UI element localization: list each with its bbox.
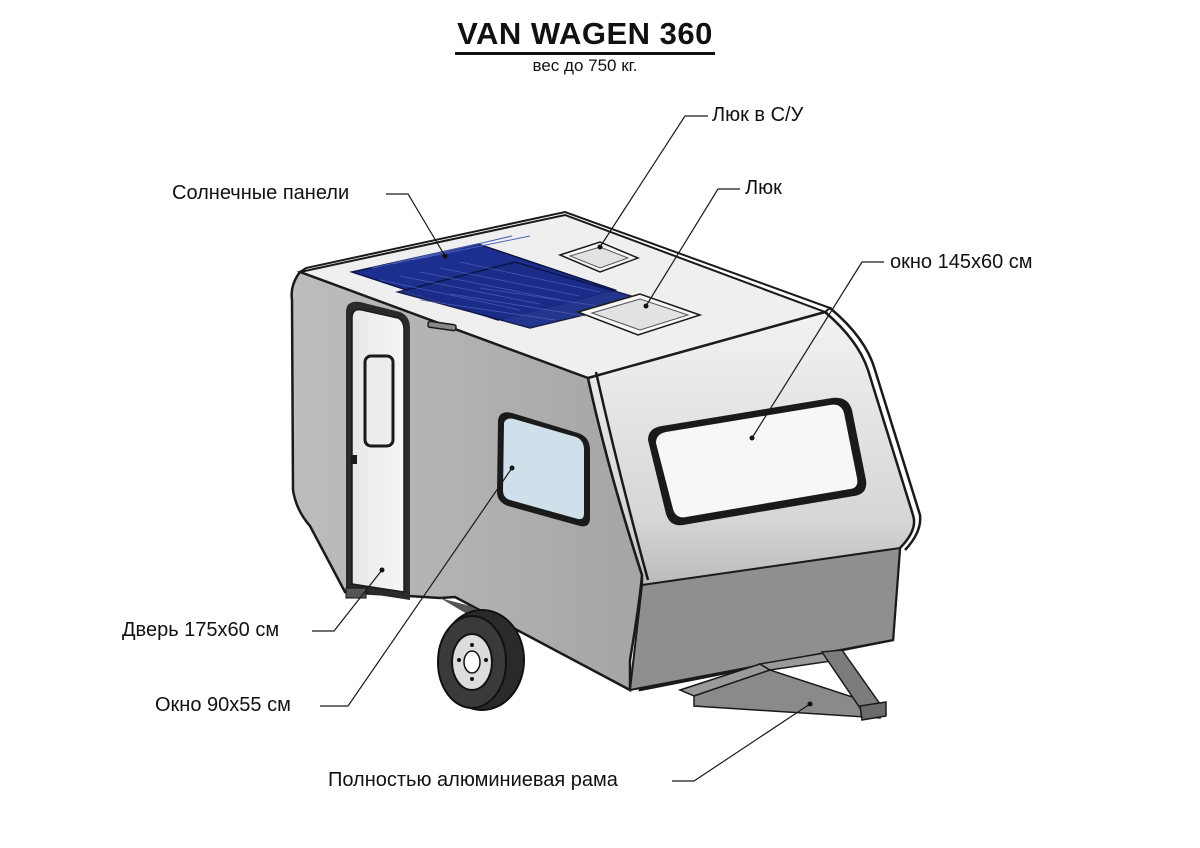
- door: [346, 301, 410, 600]
- aluminium-frame: [345, 587, 887, 721]
- wheel: [437, 598, 525, 711]
- diagram-title: VAN WAGEN 360: [0, 16, 1170, 55]
- callout-rear-window: окно 145х60 см: [890, 251, 1033, 273]
- callout-solar-panels: Солнечные панели: [172, 182, 350, 204]
- callout-hatch: Люк: [745, 177, 782, 199]
- callout-hatch-bathroom: Люк в С/У: [712, 104, 804, 126]
- roof-hatch-bathroom: [557, 241, 641, 273]
- leader-door: [312, 569, 383, 632]
- leader-rear-window: [751, 261, 884, 439]
- diagram-subtitle: вес до 750 кг.: [532, 56, 638, 75]
- callout-frame: Полностью алюминиевая рама: [328, 769, 618, 791]
- leader-frame: [672, 703, 811, 782]
- callout-side-window: Окно 90х55 см: [155, 694, 291, 716]
- rear-lower-band: [628, 546, 902, 692]
- side-window: [497, 412, 590, 527]
- rear-window: [648, 397, 867, 526]
- leader-hatch: [645, 188, 740, 307]
- leader-lines: [312, 115, 884, 782]
- leader-side-window: [320, 467, 513, 707]
- leader-hatch-bathroom: [599, 115, 708, 248]
- callout-door: Дверь 175х60 см: [122, 619, 280, 641]
- leader-solar-panels: [386, 193, 446, 257]
- roof-hatch: [575, 293, 703, 336]
